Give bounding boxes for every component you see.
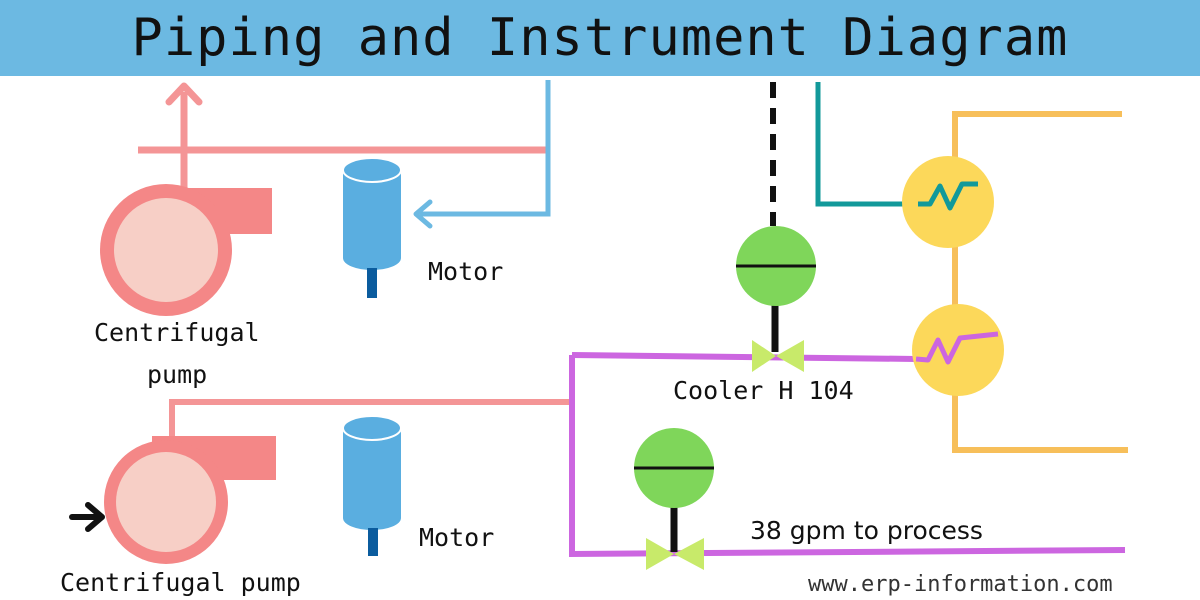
motor-signal-line xyxy=(420,80,551,217)
motor-bottom-label: Motor xyxy=(419,523,495,552)
cooler-label: Cooler H 104 xyxy=(673,376,854,405)
right-arrow-icon xyxy=(85,502,105,532)
exchanger-circle-bottom xyxy=(912,304,1004,396)
page-title: Piping and Instrument Diagram xyxy=(131,8,1069,68)
heat-exchanger-bottom xyxy=(912,304,1004,396)
title-banner: Piping and Instrument Diagram xyxy=(0,0,1200,76)
pump-bottom-label: Centrifugal pump xyxy=(60,568,301,597)
website-label: www.erp-information.com xyxy=(808,572,1113,597)
motor-shaft-bottom xyxy=(368,528,378,556)
motor-top-label: Motor xyxy=(428,257,504,286)
zigzag-icon xyxy=(915,331,999,365)
centrifugal-pump-bottom xyxy=(69,399,572,564)
process-line-middle xyxy=(571,352,917,362)
teal-signal-line xyxy=(815,82,928,207)
control-valve-top xyxy=(736,226,816,372)
up-arrow-icon xyxy=(165,82,203,106)
flow-label: 38 gpm to process xyxy=(750,516,983,545)
centrifugal-pump-top xyxy=(100,82,546,316)
motor-cylinder-bottom xyxy=(342,415,402,441)
pump-top-label-line2: pump xyxy=(147,360,208,389)
heat-exchanger-top xyxy=(902,156,994,248)
pump-impeller-bottom xyxy=(116,452,216,552)
coolant-lines xyxy=(952,111,1128,453)
pump-impeller-top xyxy=(114,198,218,302)
motor-bottom xyxy=(342,415,402,556)
left-arrow-icon xyxy=(413,199,433,229)
pump-top-label-line1: Centrifugal xyxy=(94,318,260,347)
process-lines xyxy=(569,352,1126,558)
motor-cylinder-top xyxy=(342,157,402,183)
control-valve-bottom xyxy=(634,428,714,570)
valve-body-right-top xyxy=(776,340,804,372)
valve-body-left-bottom xyxy=(646,538,674,570)
zigzag-icon xyxy=(918,181,978,211)
discharge-pipe-bottom xyxy=(169,399,572,438)
process-line-bottom xyxy=(569,355,1126,558)
valve-body-left-top xyxy=(752,340,776,372)
motor-shaft-top xyxy=(367,268,377,298)
coolant-loop xyxy=(952,111,1128,453)
motor-top xyxy=(342,80,551,298)
valve-body-right-bottom xyxy=(674,538,704,570)
